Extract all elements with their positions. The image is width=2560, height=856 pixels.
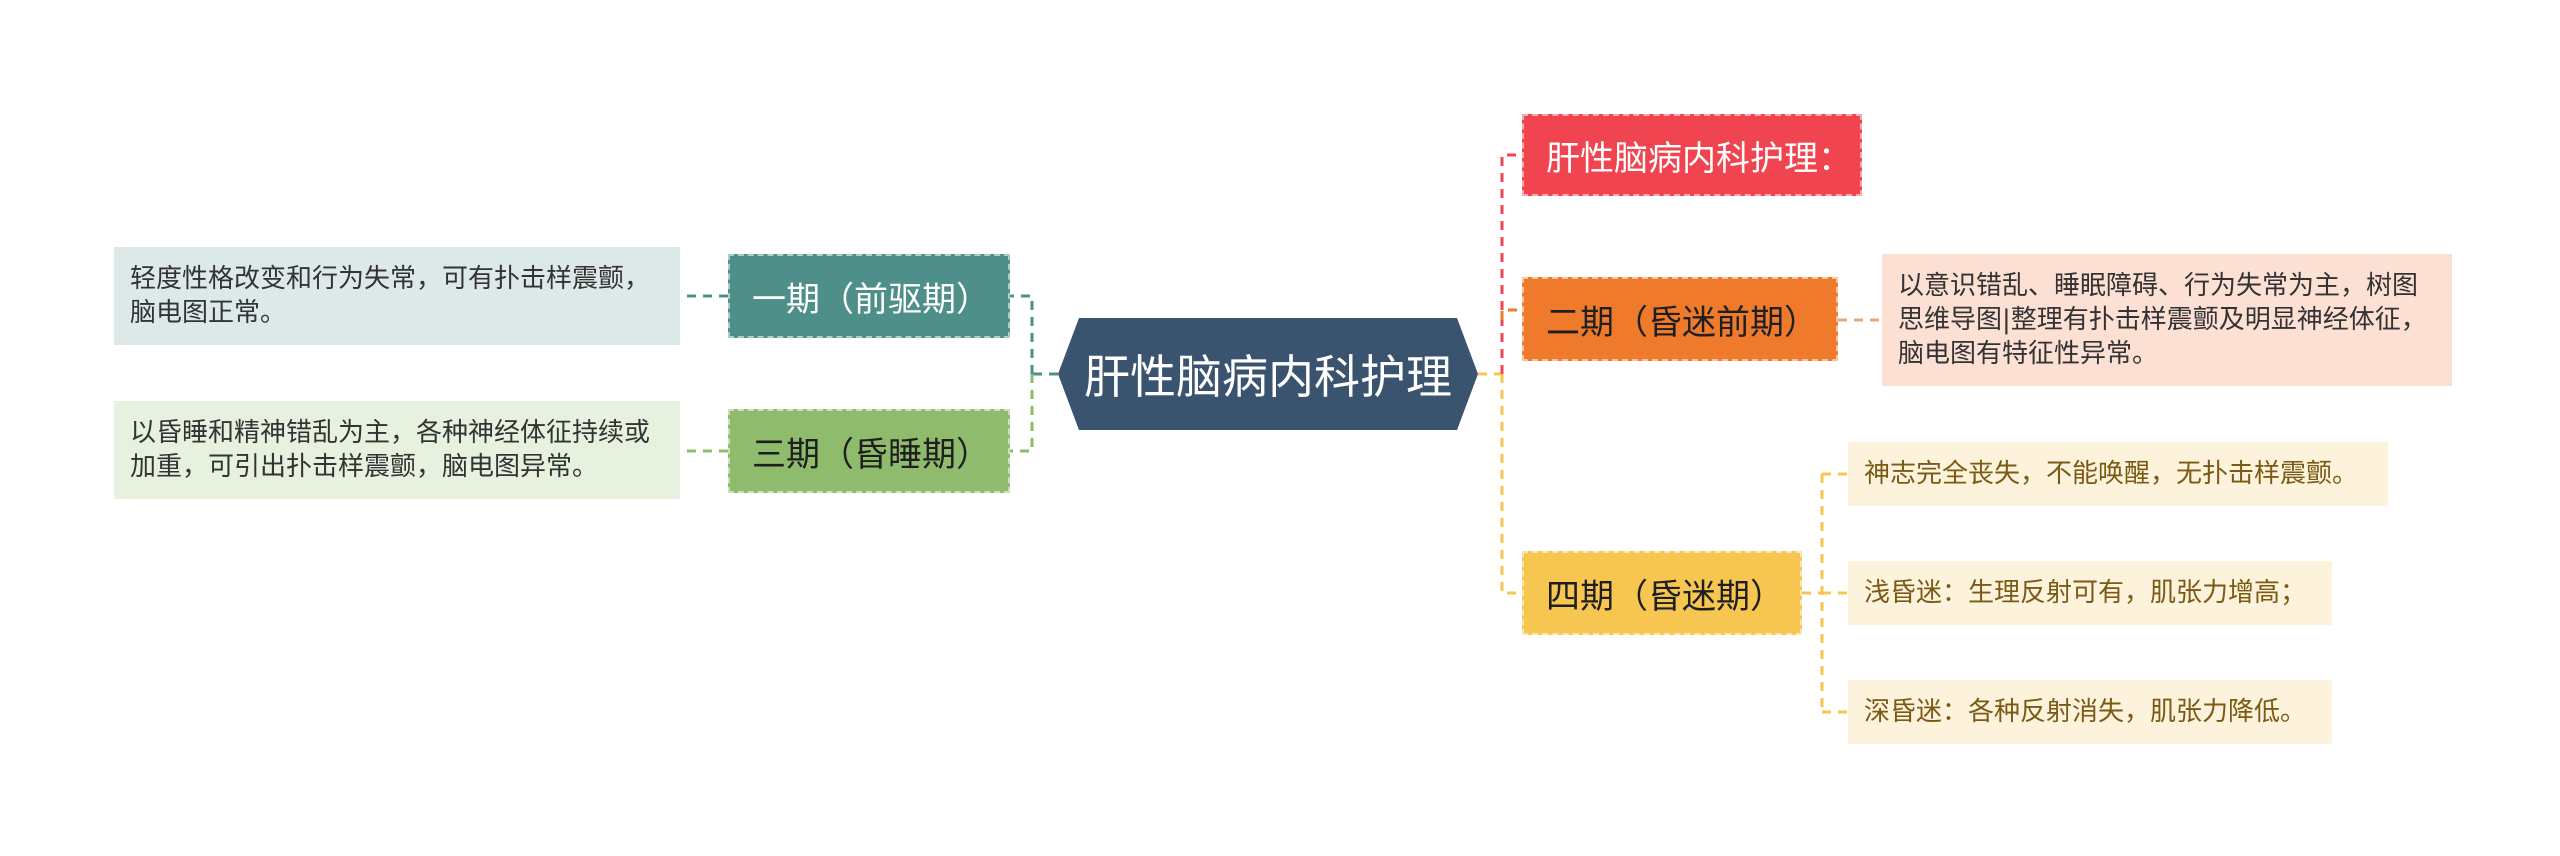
- stage4-detail-3: 深昏迷：各种反射消失，肌张力降低。: [1848, 680, 2332, 744]
- stage1-detail: 轻度性格改变和行为失常，可有扑击样震颤，脑电图正常。: [114, 247, 680, 345]
- stage2-node[interactable]: 二期（昏迷前期）: [1522, 277, 1838, 361]
- intro-node[interactable]: 肝性脑病内科护理：: [1522, 114, 1862, 196]
- connector-to-stage1: [1010, 294, 1034, 374]
- stage2-detail-text: 以意识错乱、睡眠障碍、行为失常为主，树图思维导图|整理有扑击样震颤及明显神经体征…: [1898, 271, 2427, 369]
- stage1-node[interactable]: 一期（前驱期）: [728, 254, 1010, 338]
- stage4-detail-2: 浅昏迷：生理反射可有，肌张力增高；: [1848, 561, 2332, 625]
- stage3-detail: 以昏睡和精神错乱为主，各种神经体征持续或加重，可引出扑击样震颤，脑电图异常。: [114, 401, 680, 499]
- central-topic[interactable]: 肝性脑病内科护理: [1058, 318, 1478, 430]
- central-topic-label: 肝性脑病内科护理: [1084, 350, 1452, 404]
- stage2-detail: 以意识错乱、睡眠障碍、行为失常为主，树图思维导图|整理有扑击样震颤及明显神经体征…: [1882, 254, 2452, 386]
- connector-to-stage2: [1500, 308, 1522, 320]
- stage3-label: 三期（昏睡期）: [752, 434, 990, 475]
- stage4-detail-2-text: 浅昏迷：生理反射可有，肌张力增高；: [1864, 578, 2307, 608]
- stage4-detail-3-text: 深昏迷：各种反射消失，肌张力降低。: [1864, 697, 2307, 727]
- stage4-label: 四期（昏迷期）: [1546, 576, 1784, 617]
- stage1-detail-text: 轻度性格改变和行为失常，可有扑击样震颤，脑电图正常。: [130, 264, 651, 328]
- stage3-node[interactable]: 三期（昏睡期）: [728, 409, 1010, 493]
- connector-to-stage4: [1500, 374, 1522, 595]
- stage4-node[interactable]: 四期（昏迷期）: [1522, 551, 1802, 635]
- stage4-detail-1: 神志完全丧失，不能唤醒，无扑击样震颤。: [1848, 442, 2388, 506]
- stage3-detail-text: 以昏睡和精神错乱为主，各种神经体征持续或加重，可引出扑击样震颤，脑电图异常。: [130, 418, 651, 482]
- connector-stage4-details: [1802, 472, 1848, 714]
- stage1-label: 一期（前驱期）: [752, 279, 990, 320]
- stage4-detail-1-text: 神志完全丧失，不能唤醒，无扑击样震颤。: [1864, 459, 2359, 489]
- connector-to-stage3: [1010, 374, 1034, 453]
- stage2-label: 二期（昏迷前期）: [1546, 302, 1818, 343]
- connector-to-intro: [1500, 153, 1522, 374]
- intro-label: 肝性脑病内科护理：: [1546, 138, 1852, 179]
